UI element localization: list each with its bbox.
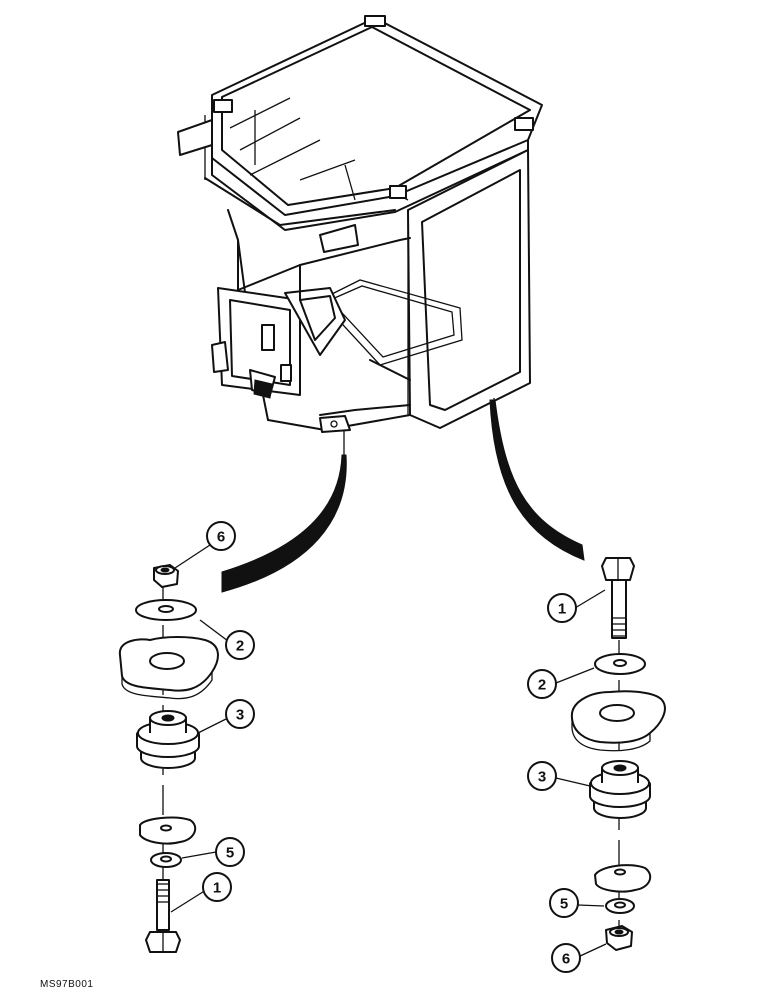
svg-text:3: 3 bbox=[236, 707, 244, 724]
svg-text:5: 5 bbox=[560, 896, 568, 913]
svg-text:5: 5 bbox=[226, 845, 234, 862]
right-isolator bbox=[589, 760, 651, 819]
svg-text:2: 2 bbox=[236, 638, 244, 655]
right-upper-washer bbox=[594, 653, 646, 675]
left-isolator bbox=[136, 710, 200, 769]
right-lower-washer bbox=[605, 898, 635, 914]
callout-right-3: 3 bbox=[527, 761, 557, 791]
svg-text:1: 1 bbox=[213, 880, 221, 897]
figure-id-label: MS97B001 bbox=[40, 979, 94, 990]
left-nut bbox=[153, 564, 179, 588]
left-mount-assembly bbox=[118, 564, 219, 953]
callout-left-1: 1 bbox=[202, 872, 232, 902]
left-pointer-arrow bbox=[221, 454, 347, 593]
right-lower-plate bbox=[594, 864, 652, 893]
callout-right-2: 2 bbox=[527, 669, 557, 699]
callout-left-3: 3 bbox=[225, 699, 255, 729]
svg-text:3: 3 bbox=[538, 769, 546, 786]
left-lower-plate bbox=[139, 816, 197, 845]
callout-right-5: 5 bbox=[549, 888, 579, 918]
left-upper-washer bbox=[135, 599, 197, 621]
right-mount-assembly bbox=[570, 557, 666, 951]
callout-left-2: 2 bbox=[225, 630, 255, 660]
right-pointer-arrow bbox=[489, 399, 585, 561]
svg-text:6: 6 bbox=[217, 529, 225, 546]
left-mount-plate bbox=[118, 636, 219, 700]
left-bolt bbox=[145, 879, 181, 953]
callout-left-6: 6 bbox=[206, 521, 236, 551]
right-mount-plate bbox=[570, 690, 666, 752]
svg-text:2: 2 bbox=[538, 677, 546, 694]
operator-cab bbox=[177, 15, 543, 433]
callout-right-6: 6 bbox=[551, 943, 581, 973]
right-nut bbox=[605, 925, 633, 951]
svg-text:1: 1 bbox=[558, 601, 566, 618]
left-lower-washer bbox=[150, 852, 182, 868]
right-bolt bbox=[601, 557, 635, 639]
callout-right-1: 1 bbox=[547, 593, 577, 623]
svg-text:6: 6 bbox=[562, 951, 570, 968]
callout-leaders bbox=[170, 544, 607, 958]
callout-left-5: 5 bbox=[215, 837, 245, 867]
